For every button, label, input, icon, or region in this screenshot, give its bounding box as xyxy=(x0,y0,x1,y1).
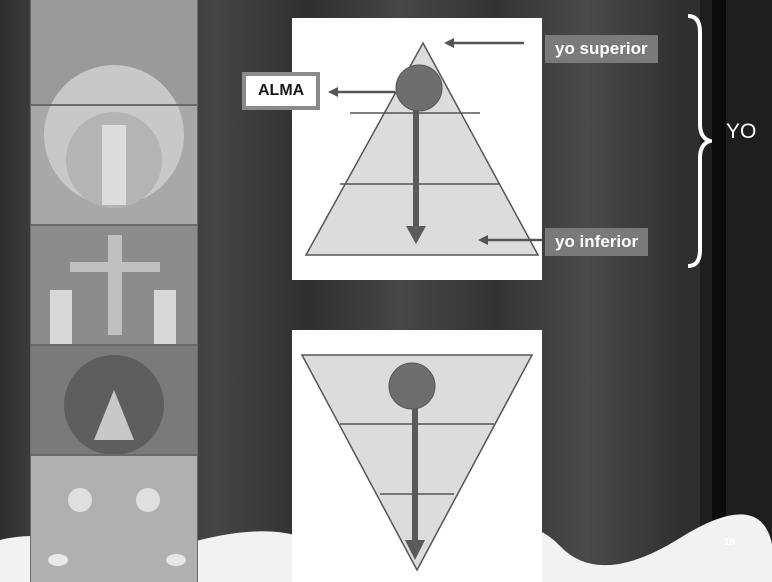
stained-glass-window-image xyxy=(30,0,198,582)
label-yo: YO xyxy=(726,120,756,144)
right-curly-brace-icon xyxy=(682,12,712,270)
pointer-arrow-alma-head xyxy=(328,87,338,97)
inverted-soul-circle xyxy=(389,363,435,409)
label-yo-superior: yo superior xyxy=(545,35,658,63)
upper-diagram-panel xyxy=(292,18,542,280)
lower-diagram-panel xyxy=(292,330,542,582)
label-alma: ALMA xyxy=(242,72,320,110)
label-yo-inferior: yo inferior xyxy=(545,228,648,256)
pointer-arrow-superior-head xyxy=(444,38,454,48)
inverted-pyramid-diagram xyxy=(292,330,542,582)
page-number: 19 xyxy=(724,537,735,548)
upright-pyramid-diagram xyxy=(292,18,542,280)
soul-circle xyxy=(396,65,442,111)
